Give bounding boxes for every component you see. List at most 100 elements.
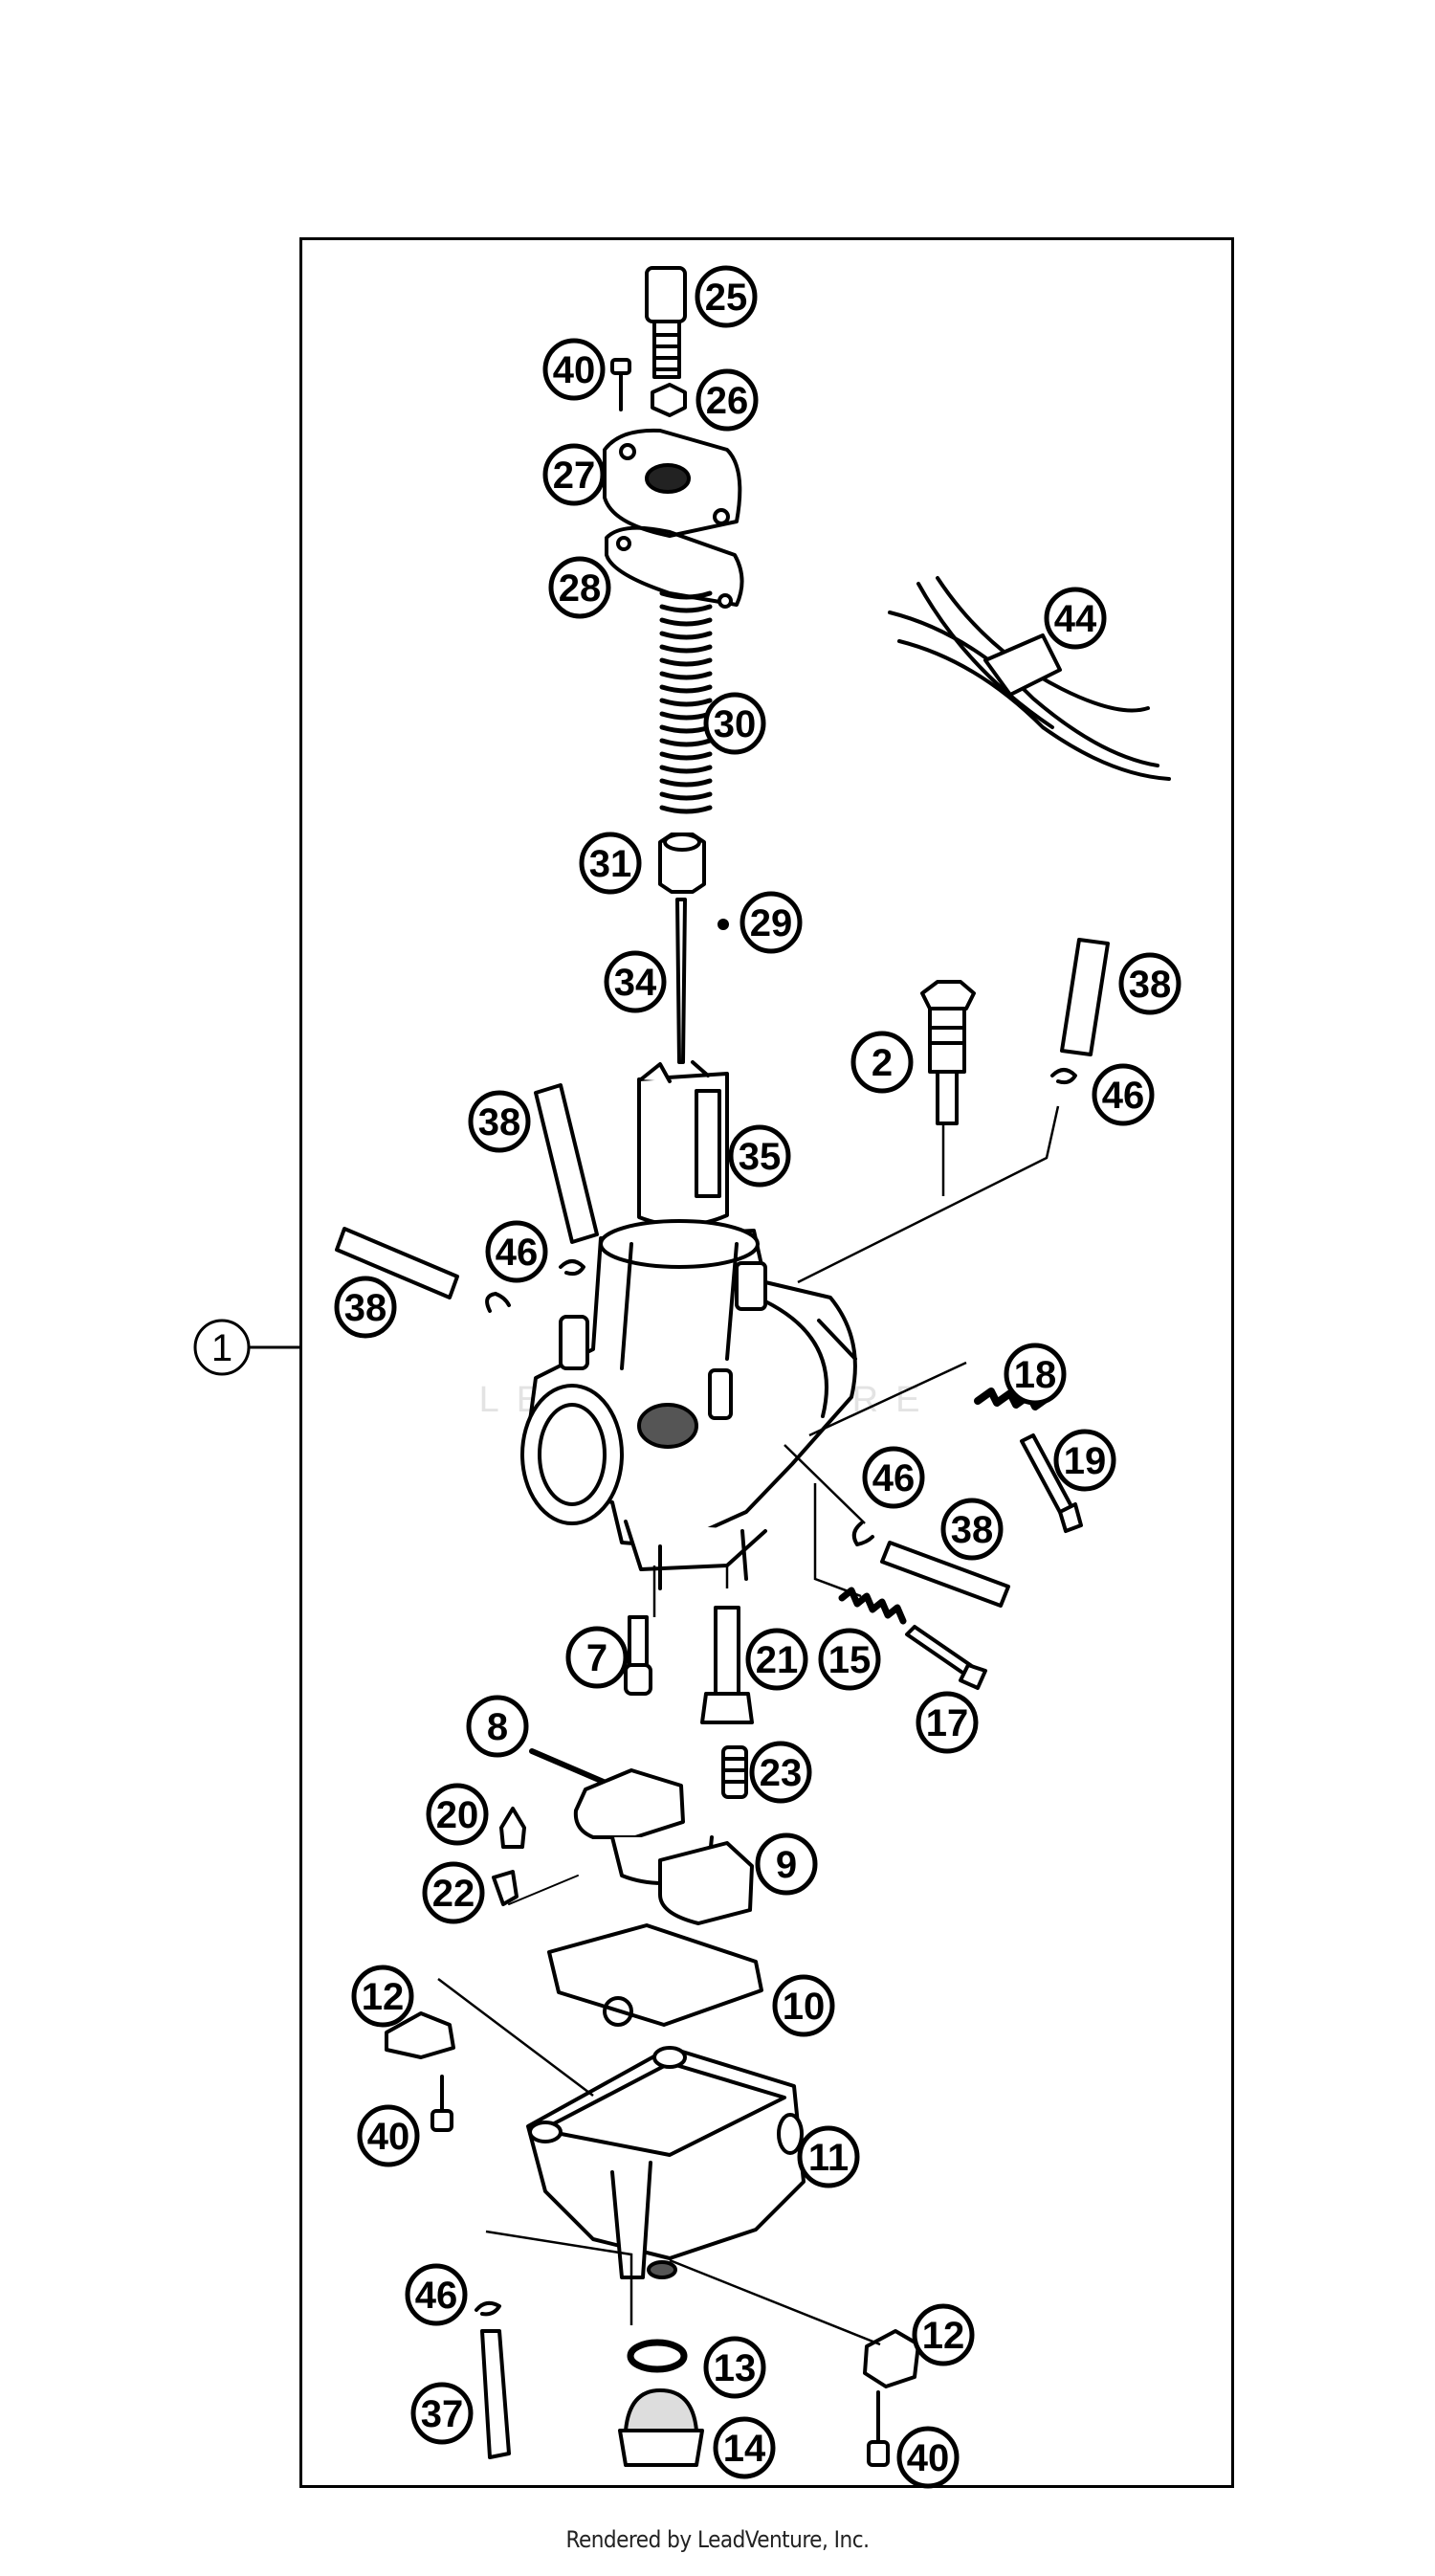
callout-label: 11: [808, 2137, 849, 2179]
top-cap-part: [603, 428, 742, 538]
throttle-spring-part: [659, 590, 713, 814]
callout-label: 30: [714, 703, 757, 745]
callout-label: 38: [951, 1509, 994, 1551]
cable-adjuster-part: [645, 266, 687, 379]
callout-label: 17: [926, 1702, 969, 1744]
callout-circle: [351, 1965, 414, 2028]
float-bowl-gasket-part: [547, 1923, 763, 2027]
callout-9: 9: [755, 1832, 818, 1896]
callout-circle: [604, 950, 667, 1013]
clip-part-b: [559, 1259, 585, 1277]
needle-clip-small-part: [492, 1870, 519, 1906]
vent-hose-part-left: [534, 1083, 599, 1244]
callout-label: 40: [907, 2437, 950, 2479]
callout-circle: [818, 1628, 881, 1691]
callout-46b: 46: [485, 1220, 548, 1283]
callout-23: 23: [749, 1741, 812, 1804]
throttle-slide-part: [637, 1060, 729, 1228]
callout-40b: 40: [357, 2104, 420, 2167]
callout-label: 27: [553, 455, 596, 497]
callout-circle: [410, 2382, 474, 2445]
callout-circle: [334, 1276, 397, 1339]
callout-8: 8: [466, 1695, 529, 1758]
bracket-part-right: [863, 2329, 920, 2388]
callout-38d: 38: [940, 1498, 1004, 1561]
callout-circle: [466, 1695, 529, 1758]
callout-10: 10: [772, 1974, 835, 2037]
clip-part-c: [485, 1292, 511, 1313]
callout-circle: [357, 2104, 420, 2167]
callout-label: 2: [872, 1042, 893, 1084]
callout-circle: [772, 1974, 835, 2037]
callout-circle: [862, 1446, 925, 1509]
callout-21: 21: [745, 1628, 808, 1691]
callout-label: 19: [1064, 1440, 1107, 1482]
bracket-part-left: [385, 2011, 455, 2059]
drain-plug-part: [618, 2388, 704, 2467]
assembly-callout: 1: [193, 1319, 299, 1376]
callout-label: 31: [589, 843, 632, 885]
callout-circle: [422, 1861, 485, 1924]
callout-circle: [703, 2336, 766, 2399]
callout-circle: [565, 1626, 629, 1689]
callout-12b: 12: [912, 2303, 975, 2366]
callout-label: 22: [432, 1873, 475, 1915]
callout-circle: [912, 2303, 975, 2366]
callout-29: 29: [740, 891, 803, 954]
callout-circle: [713, 2416, 776, 2479]
needle-clip-part: [718, 919, 729, 930]
callout-11: 11: [797, 2125, 860, 2188]
cap-gasket-part: [605, 525, 744, 609]
callout-17: 17: [916, 1691, 979, 1754]
screw-part-right: [867, 2390, 890, 2467]
callout-38a: 38: [1118, 952, 1181, 1015]
jet-holder-part: [700, 1606, 754, 1724]
air-screw-part: [905, 1625, 987, 1690]
carburetor-body: [520, 1219, 857, 1590]
callout-label: 10: [783, 1986, 826, 2028]
callout-19: 19: [1053, 1429, 1116, 1492]
callout-26: 26: [695, 368, 759, 432]
clip-part-a: [1050, 1068, 1077, 1085]
callout-label: 12: [362, 1976, 405, 2018]
leader-lines: [437, 1105, 1060, 2346]
callout-label: 40: [553, 349, 596, 391]
needle-jet-part: [624, 1615, 652, 1696]
callout-30: 30: [703, 692, 766, 755]
jet-needle-part: [675, 898, 687, 1064]
screw-part: [610, 358, 631, 411]
callout-18: 18: [1004, 1343, 1067, 1406]
callout-label: 23: [760, 1752, 803, 1794]
callout-circle: [1092, 1063, 1155, 1126]
callout-2: 2: [850, 1031, 914, 1094]
callout-circle: [755, 1832, 818, 1896]
callout-label: 34: [614, 962, 657, 1004]
nut-part: [651, 383, 687, 417]
callout-label: 46: [415, 2275, 458, 2317]
callout-37: 37: [410, 2382, 474, 2445]
callout-label: 26: [706, 380, 749, 422]
callout-28: 28: [548, 556, 611, 619]
callout-label: 35: [739, 1136, 782, 1178]
callout-circle: [426, 1783, 489, 1846]
callout-circle: [797, 2125, 860, 2188]
callout-label: 14: [723, 2428, 766, 2470]
callout-label: 20: [436, 1794, 479, 1836]
callout-31: 31: [579, 832, 642, 895]
callout-35: 35: [728, 1124, 791, 1188]
assembly-callout-label: 1: [211, 1327, 232, 1369]
callout-label: 38: [344, 1287, 387, 1329]
callout-20: 20: [426, 1783, 489, 1846]
clip-part-e: [475, 2300, 501, 2317]
callout-34: 34: [604, 950, 667, 1013]
callout-38c: 38: [334, 1276, 397, 1339]
callout-label: 8: [487, 1706, 508, 1748]
clip-part-d: [851, 1521, 874, 1546]
callout-circle: [548, 556, 611, 619]
callout-label: 12: [922, 2315, 965, 2357]
callout-circle: [695, 368, 759, 432]
callout-circle: [1044, 587, 1107, 650]
callout-7: 7: [565, 1626, 629, 1689]
callout-circle: [1118, 952, 1181, 1015]
